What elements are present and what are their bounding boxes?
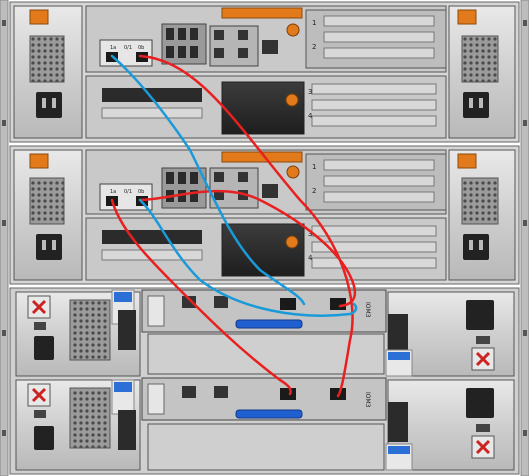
ethernet-port[interactable] [214,386,228,398]
ethernet-port[interactable] [238,48,248,58]
port-label: 1a [110,45,116,51]
port-label: 1a [110,189,116,195]
management-port[interactable] [262,40,278,54]
controller-chassis-1: 1a 0/1 0b 1 2 [9,1,520,143]
slot-number: 3 [308,88,312,96]
sas-port[interactable] [330,298,346,310]
ethernet-port[interactable] [182,386,196,398]
slot-number: 3 [308,230,312,238]
sas-port[interactable] [280,298,296,310]
ethernet-port[interactable] [182,296,196,308]
rack-rail-right [520,0,529,476]
shelf-psu-right-bottom [385,379,515,471]
power-inlet-icon [466,388,494,418]
iom-module-b: IOM3 [141,377,387,471]
port-label: 0b [138,189,144,195]
power-inlet-icon [36,92,62,118]
psu-left-2 [13,149,83,281]
power-inlet-icon [466,300,494,330]
rack-rail-left [0,0,9,476]
ethernet-port[interactable] [238,172,248,182]
iom-label: IOM3 [364,302,371,318]
shelf-psu-right-top [385,291,515,377]
sas-cable-blue [110,54,306,306]
sas-cable-red [138,54,354,398]
power-inlet-icon [463,92,489,118]
management-port[interactable] [262,184,278,198]
controller-module-2a: 1a 0/1 0b 1 2 [85,149,447,215]
port-label: 0/1 [124,45,132,51]
slot-number: 1 [312,163,316,171]
slot-number: 2 [312,187,316,195]
slot-number: 1 [312,19,316,27]
ethernet-port[interactable] [238,30,248,40]
slot-number: 4 [308,112,313,120]
shelf-psu-left-bottom [15,379,141,471]
power-inlet-icon [36,234,62,260]
cable-layer [110,54,358,398]
slot-number: 4 [308,254,313,262]
disk-shelf: IOM3 IOM3 [9,287,520,475]
psu-left-1 [13,5,83,139]
power-inlet-icon [34,336,54,360]
shelf-psu-left-top [15,289,141,377]
power-inlet-icon [463,234,489,260]
power-inlet-icon [34,426,54,450]
ethernet-port[interactable] [214,48,224,58]
port-label: 0/1 [124,189,132,195]
controller-module-1b: 3 4 [85,75,447,139]
controller-module-1a: 1a 0/1 0b 1 2 [85,5,447,73]
sas-cable-blue [138,198,358,317]
controller-chassis-2: 1a 0/1 0b 1 2 [9,145,520,285]
sas-port[interactable] [280,388,296,400]
port-label: 0b [138,45,144,51]
ethernet-port[interactable] [214,172,224,182]
ethernet-port[interactable] [214,296,228,308]
psu-right-2 [448,149,516,281]
ethernet-port[interactable] [214,190,224,200]
sas-cable-red [110,198,292,396]
ethernet-port[interactable] [214,30,224,40]
iom-label: IOM3 [364,392,371,408]
psu-right-1 [448,5,516,139]
sas-cable-red [138,189,357,308]
slot-number: 2 [312,43,316,51]
